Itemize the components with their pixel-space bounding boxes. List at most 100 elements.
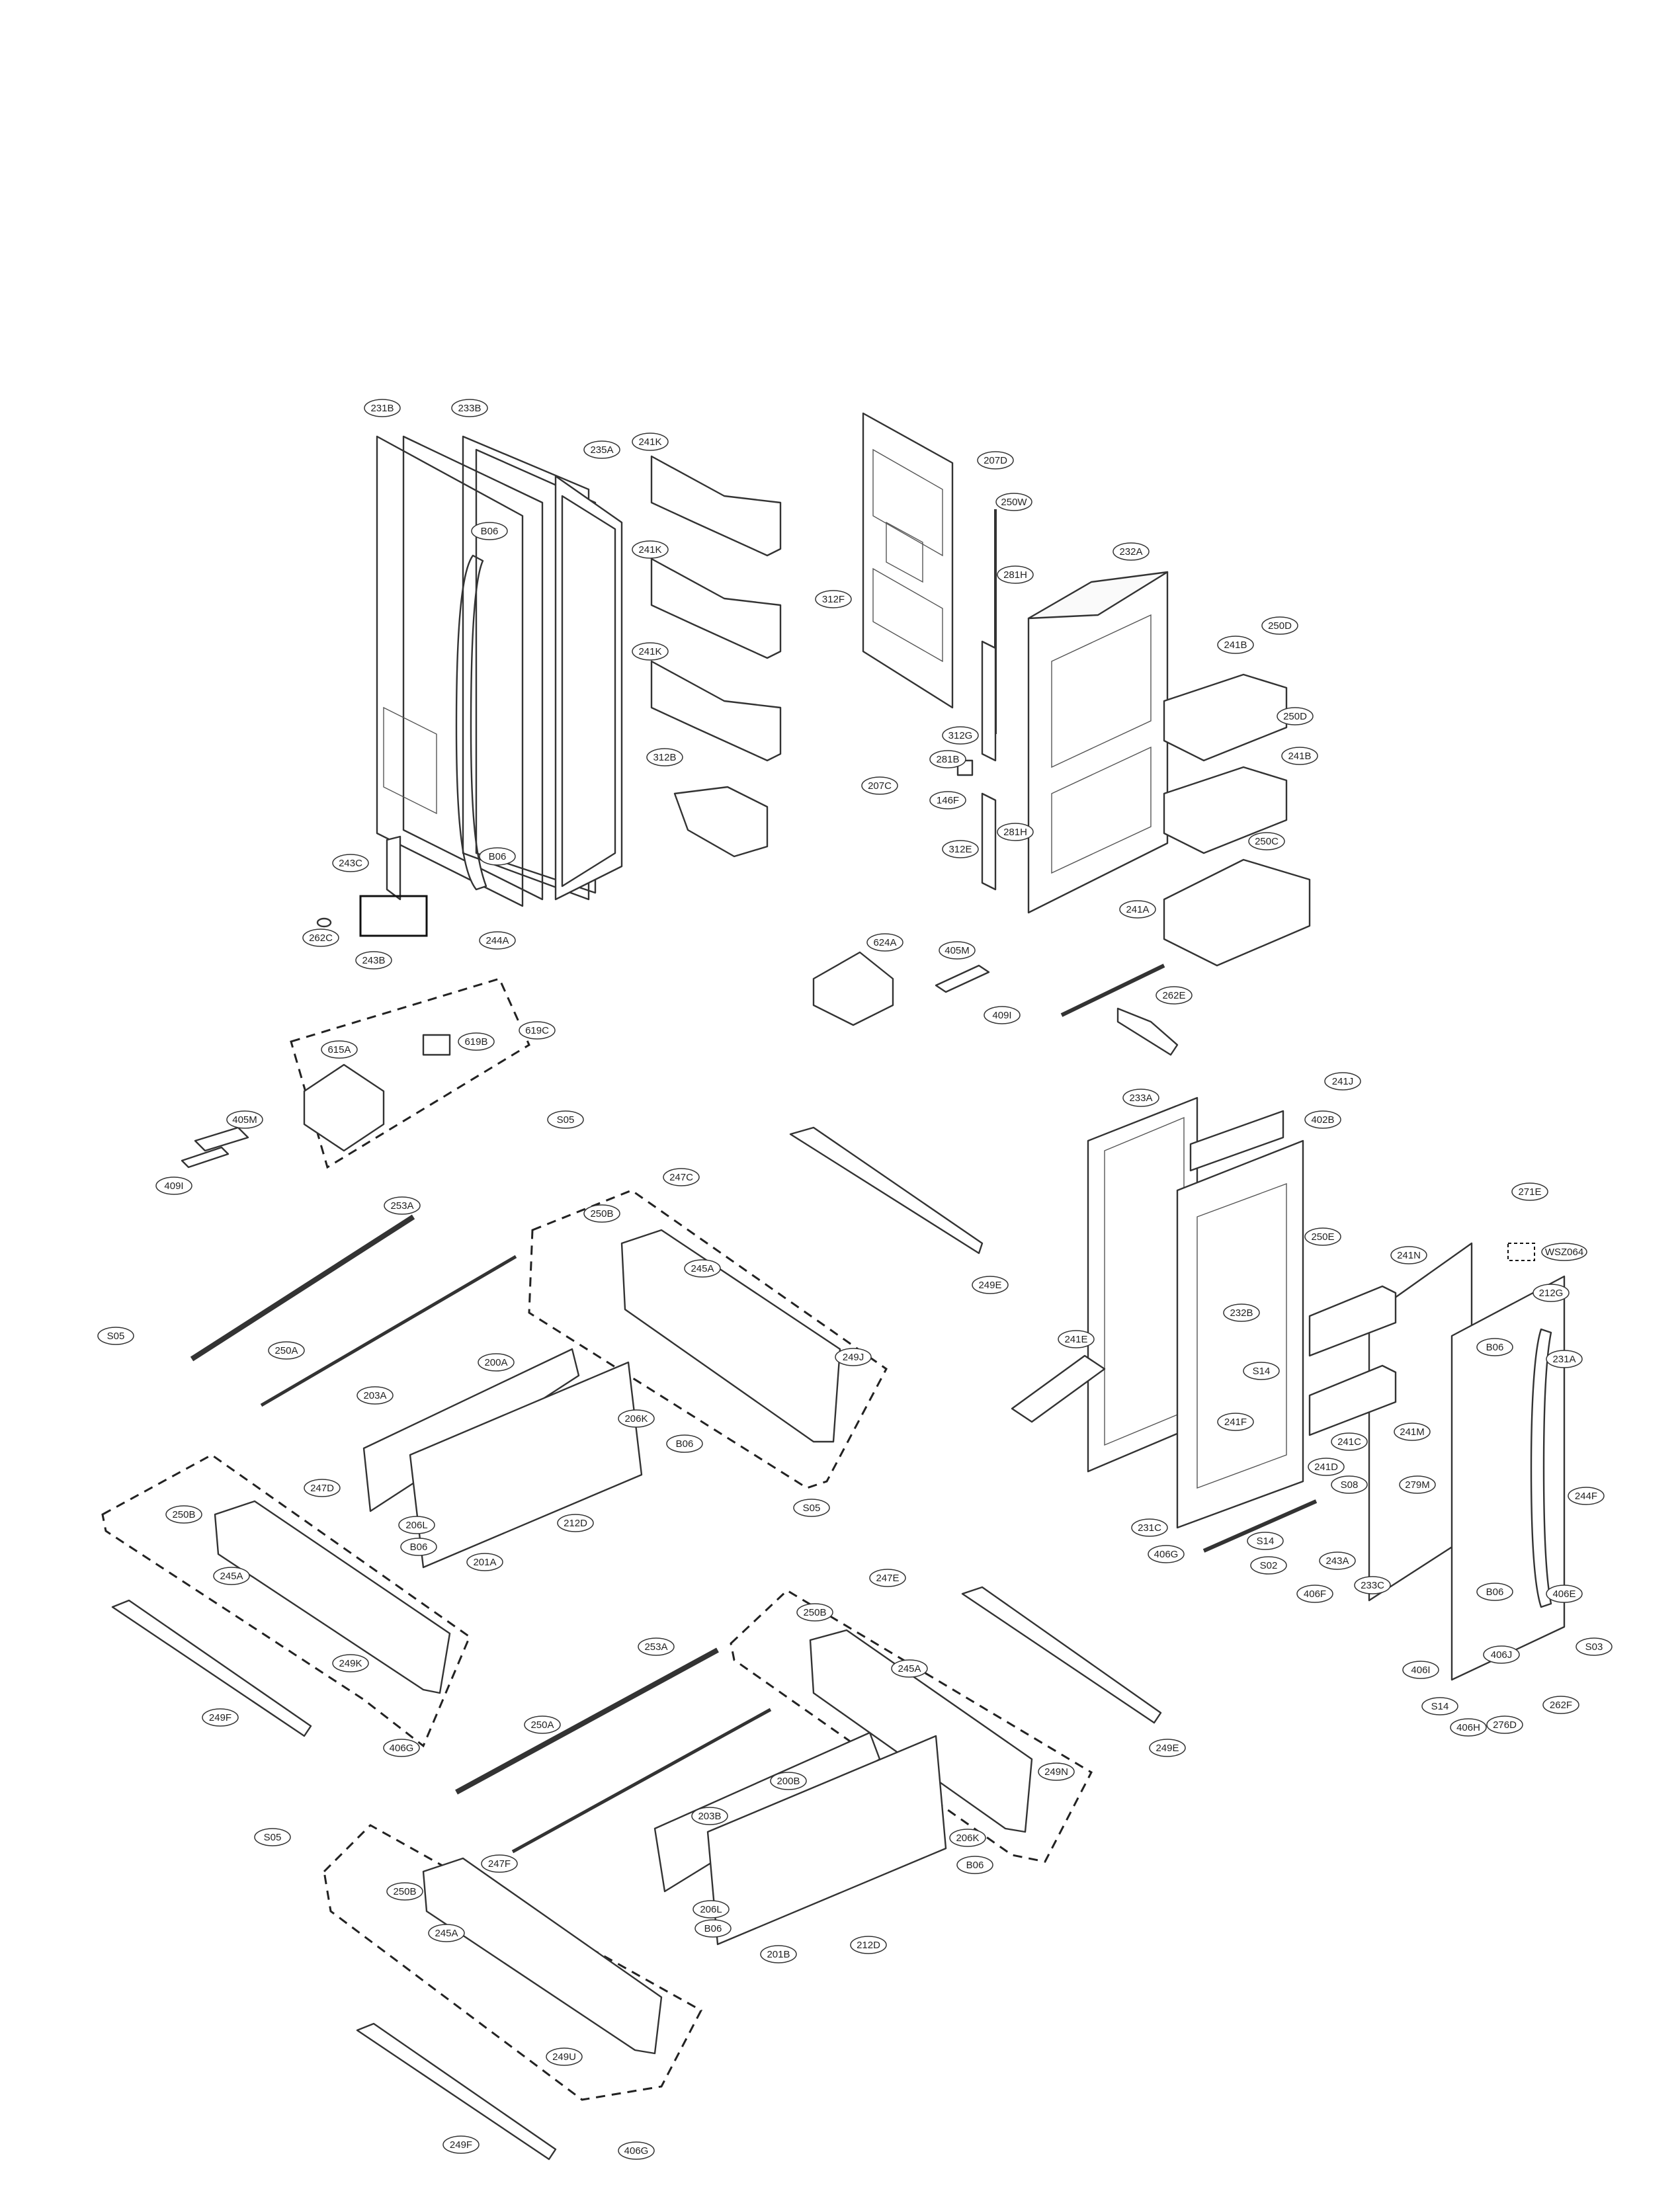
hinge-box-243B (359, 895, 428, 937)
part-label-s02: S02 (1250, 1556, 1287, 1575)
part-label-bubble (1296, 1585, 1333, 1603)
part-label-bubble (1038, 1762, 1075, 1781)
part-label-406j: 406J (1483, 1645, 1520, 1664)
part-label-bubble (1304, 1110, 1341, 1129)
part-label-bubble (165, 1505, 202, 1524)
part-label-bubble (1476, 1338, 1513, 1356)
part-label-bubble (796, 1603, 833, 1622)
rail-406G (1202, 1499, 1318, 1553)
part-label-bubble (861, 776, 898, 795)
door-bins-241K (650, 455, 782, 762)
slide-249F-b (356, 2022, 557, 2161)
part-label-text: S05 (557, 1114, 575, 1126)
part-label-bubble (942, 726, 979, 745)
part-label-207d: 207D (977, 451, 1014, 470)
part-label-s14: S14 (1247, 1532, 1284, 1550)
part-label-s14: S14 (1243, 1362, 1280, 1380)
part-label-text: 281H (1003, 827, 1027, 838)
part-label-bubble (835, 1348, 872, 1366)
part-label-text: 262C (309, 932, 333, 944)
part-label-bubble (939, 941, 976, 960)
part-label-b06: B06 (400, 1538, 437, 1556)
part-label-s05: S05 (97, 1327, 134, 1345)
part-label-b06: B06 (471, 522, 508, 540)
part-label-249k: 249K (332, 1654, 369, 1672)
part-label-bubble (557, 1514, 594, 1532)
part-label-text: S02 (1260, 1560, 1278, 1571)
part-label-bubble (332, 854, 369, 872)
part-label-bubble (1402, 1661, 1439, 1679)
part-label-201b: 201B (760, 1945, 797, 1963)
part-label-241j: 241J (1324, 1072, 1361, 1091)
part-label-250d: 250D (1261, 616, 1298, 635)
part-label-241a: 241A (1119, 900, 1156, 919)
part-label-bubble (1148, 1545, 1185, 1563)
part-label-text: 241C (1337, 1436, 1361, 1448)
part-label-bubble (1304, 1227, 1341, 1246)
part-label-200a: 200A (478, 1353, 515, 1372)
valve-619B (422, 1034, 451, 1056)
part-label-235a: 235A (583, 440, 620, 459)
part-label-200b: 200B (770, 1772, 807, 1790)
part-label-text: 406G (1154, 1549, 1179, 1560)
part-label-250b: 250B (386, 1882, 423, 1901)
part-label-241b: 241B (1217, 636, 1254, 654)
part-label-245a: 245A (684, 1259, 721, 1278)
part-label-text: B06 (481, 526, 499, 537)
part-label-bubble (1331, 1432, 1368, 1451)
part-label-text: 312E (948, 844, 972, 855)
part-label-text: 249F (209, 1712, 231, 1723)
part-label-b06: B06 (694, 1919, 732, 1938)
bracket-402B (1189, 1110, 1284, 1172)
part-label-text: 233A (1129, 1093, 1152, 1104)
part-label-271e: 271E (1511, 1182, 1548, 1201)
part-label-bubble (471, 522, 508, 540)
bin-241E (1011, 1354, 1106, 1423)
part-label-text: 241N (1397, 1250, 1421, 1261)
part-label-241k: 241K (632, 540, 669, 559)
part-label-241n: 241N (1390, 1246, 1427, 1264)
part-label-bubble (386, 1882, 423, 1901)
part-label-bubble (929, 750, 966, 768)
part-label-text: 281H (1003, 569, 1027, 581)
part-label-text: 146F (937, 795, 959, 806)
part-label-615a: 615A (321, 1040, 358, 1059)
kit-247F-outline (323, 1824, 703, 2101)
part-label-bubble (1217, 1413, 1254, 1431)
kit-619C-outline (290, 977, 530, 1169)
part-label-bubble (479, 931, 516, 950)
part-label-249n: 249N (1038, 1762, 1075, 1781)
part-label-206l: 206L (398, 1516, 435, 1534)
part-label-249e: 249E (1149, 1739, 1186, 1757)
part-label-text: 249E (978, 1280, 1001, 1291)
part-label-bubble (663, 1168, 700, 1186)
part-label-406i: 406I (1402, 1661, 1439, 1679)
part-label-212g: 212G (1533, 1284, 1570, 1302)
part-label-text: 245A (435, 1928, 458, 1939)
part-label-406e: 406E (1546, 1585, 1583, 1603)
part-label-bubble (1243, 1362, 1280, 1380)
part-label-text: 203A (363, 1390, 386, 1401)
part-label-250c: 250C (1248, 832, 1285, 850)
part-label-241k: 241K (632, 433, 669, 451)
part-label-bubble (384, 1196, 421, 1215)
part-label-b06: B06 (956, 1856, 993, 1874)
part-label-text: 241J (1332, 1076, 1354, 1087)
part-label-245a: 245A (428, 1924, 465, 1942)
frame-249J (620, 1229, 841, 1443)
rod-250A-b (511, 1708, 772, 1854)
part-label-bubble (442, 2135, 480, 2154)
part-label-241k: 241K (632, 642, 669, 661)
right-door-assembly (1011, 1096, 1566, 1681)
filter-615A (303, 1063, 385, 1152)
part-label-bubble (546, 2047, 583, 2066)
part-label-text: 233B (458, 403, 481, 414)
part-label-244f: 244F (1568, 1487, 1605, 1505)
part-label-bubble (1319, 1551, 1356, 1570)
part-label-text: S05 (107, 1331, 125, 1342)
part-label-bubble (321, 1040, 358, 1059)
part-label-619b: 619B (458, 1032, 495, 1051)
part-label-bubble (1421, 1697, 1458, 1715)
part-label-231a: 231A (1546, 1350, 1583, 1368)
part-label-s05: S05 (254, 1828, 291, 1846)
